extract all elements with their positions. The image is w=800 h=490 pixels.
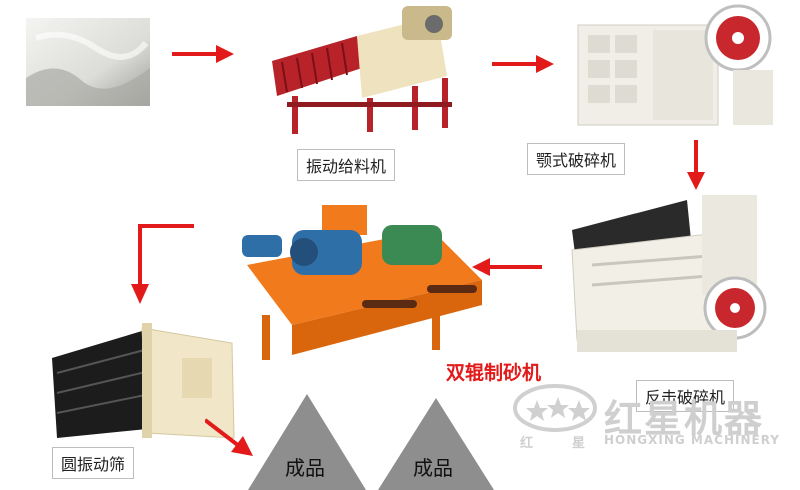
watermark-cn-small-1: 红 (520, 436, 534, 451)
arrow-jaw-to-impact (687, 140, 705, 190)
double-roller-sand-maker-image (232, 205, 494, 365)
label-impact-crusher: 反击破碎机 (636, 380, 735, 412)
product-pile-1 (248, 394, 366, 490)
product-label-1: 成品 (285, 456, 325, 480)
arrow-screen-to-product (205, 418, 253, 456)
hongxing-logo-icon (513, 384, 597, 432)
label-circular-vibrating-screen: 圆振动筛 (52, 447, 135, 479)
product-pile-2 (378, 398, 494, 490)
watermark-en: HONGXING MACHINERY (604, 433, 780, 447)
label-jaw-crusher: 颚式破碎机 (527, 143, 626, 175)
jaw-crusher-image (573, 0, 783, 130)
watermark-cn-small-2: 星 (572, 436, 586, 451)
circular-vibrating-screen-image (22, 318, 237, 446)
impact-crusher-image (562, 190, 772, 355)
raw-stone-image (26, 18, 150, 106)
arrow-impact-to-roller (472, 258, 542, 276)
label-vibrating-feeder: 振动给料机 (297, 149, 396, 181)
label-double-roller-sand-maker: 双辊制砂机 (446, 362, 542, 384)
arrow-feeder-to-jaw (492, 55, 554, 73)
vibrating-feeder-image (262, 6, 467, 136)
arrow-roller-to-screen (131, 224, 194, 304)
arrow-stone-to-feeder (172, 45, 234, 63)
product-label-2: 成品 (413, 456, 453, 480)
watermark-cn-big: 红星机器 (604, 397, 765, 441)
